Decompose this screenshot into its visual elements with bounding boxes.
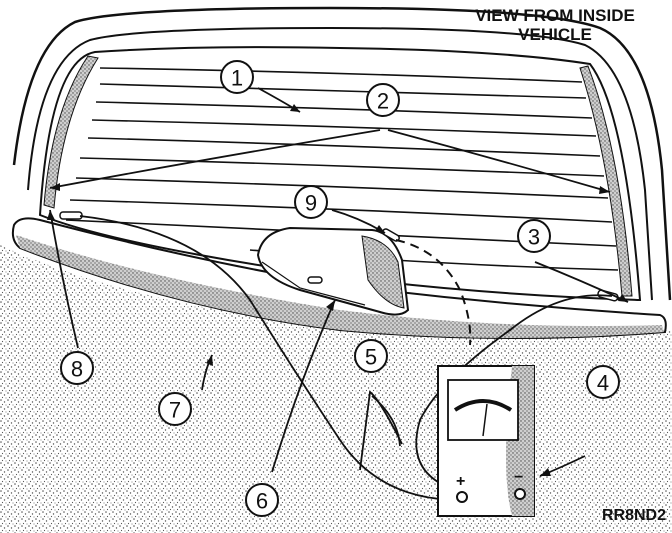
stop-lamp-housing	[256, 226, 410, 316]
callout-arrowheads	[47, 104, 628, 476]
left-bus-bar	[43, 55, 99, 209]
callout-9: 9	[305, 191, 317, 216]
window-opening-outer-frame	[12, 6, 672, 301]
callout-6: 6	[256, 489, 268, 514]
callout-1: 1	[231, 66, 243, 91]
callout-7-circle	[158, 392, 192, 426]
callout-7: 7	[169, 398, 181, 423]
view-caption-line1: VIEW FROM INSIDE	[475, 6, 635, 25]
callout-4: 4	[597, 371, 609, 396]
view-caption: VIEW FROM INSIDE VEHICLE	[440, 6, 670, 44]
callout-4-circle	[586, 365, 620, 399]
figure-code: RR8ND2	[601, 507, 666, 524]
callout-8: 8	[71, 357, 83, 382]
view-caption-line2: VEHICLE	[518, 25, 592, 44]
callout-9-circle	[294, 185, 328, 219]
rear-window-glass	[38, 46, 642, 302]
callout-8-circle	[60, 351, 94, 385]
left-terminal	[59, 211, 83, 220]
window-sill-ledge-shade	[16, 235, 664, 339]
positive-terminal-sign: +	[456, 473, 465, 490]
grid-probe-point	[382, 228, 400, 242]
callout-2: 2	[377, 89, 389, 114]
voltmeter: + −	[437, 365, 535, 517]
callout-leaders	[49, 87, 629, 477]
negative-terminal-sign: −	[514, 469, 523, 486]
callout-circles	[60, 60, 620, 517]
callout-6-circle	[245, 483, 279, 517]
callout-1-circle	[220, 60, 254, 94]
callout-5: 5	[365, 345, 377, 370]
callout-labels: 1 2 3 4 5 6 7 8 9	[71, 66, 609, 514]
probe-lead-dashed	[395, 239, 472, 346]
callout-5-circle	[354, 339, 388, 373]
defogger-grid-lines	[65, 67, 619, 271]
callout-3-circle	[517, 219, 551, 253]
window-opening-inner-frame	[27, 26, 653, 301]
callout-2-circle	[366, 83, 400, 117]
callout-3: 3	[528, 225, 540, 250]
